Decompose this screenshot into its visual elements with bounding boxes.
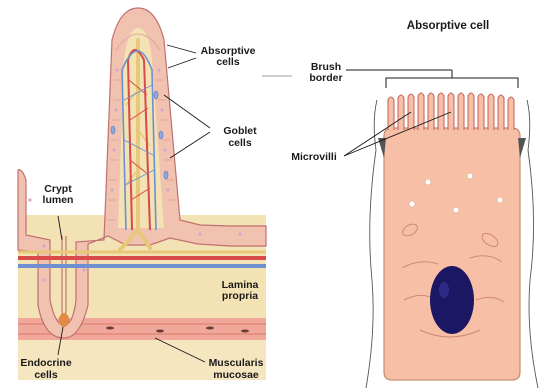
- absorptive-cell-body: [384, 128, 520, 380]
- label-brush-border-2: border: [309, 72, 342, 84]
- brush-border-bracket: [346, 70, 518, 88]
- label-endocrine-cells-2: cells: [34, 369, 58, 381]
- label-goblet-cells-1: Goblet: [223, 125, 257, 137]
- label-goblet-cells-2: cells: [228, 137, 252, 149]
- label-crypt-lumen-2: lumen: [43, 194, 74, 206]
- label-absorptive-cells-2: cells: [216, 56, 240, 68]
- label-endocrine-cells-1: Endocrine: [20, 357, 72, 369]
- right-neighbor-membrane: [527, 100, 538, 388]
- microvilli: [388, 93, 514, 130]
- nucleus: [430, 266, 474, 334]
- label-muscularis-mucosae-1: Muscularis: [209, 357, 264, 369]
- label-microvilli: Microvilli: [291, 151, 337, 163]
- label-muscularis-mucosae-2: mucosae: [213, 369, 259, 381]
- absorptive-cell-title: Absorptive cell: [407, 20, 489, 32]
- endocrine-cell: [59, 313, 69, 327]
- label-lamina-propria-2: propria: [222, 290, 258, 302]
- absorptive-cell-panel: [366, 93, 538, 388]
